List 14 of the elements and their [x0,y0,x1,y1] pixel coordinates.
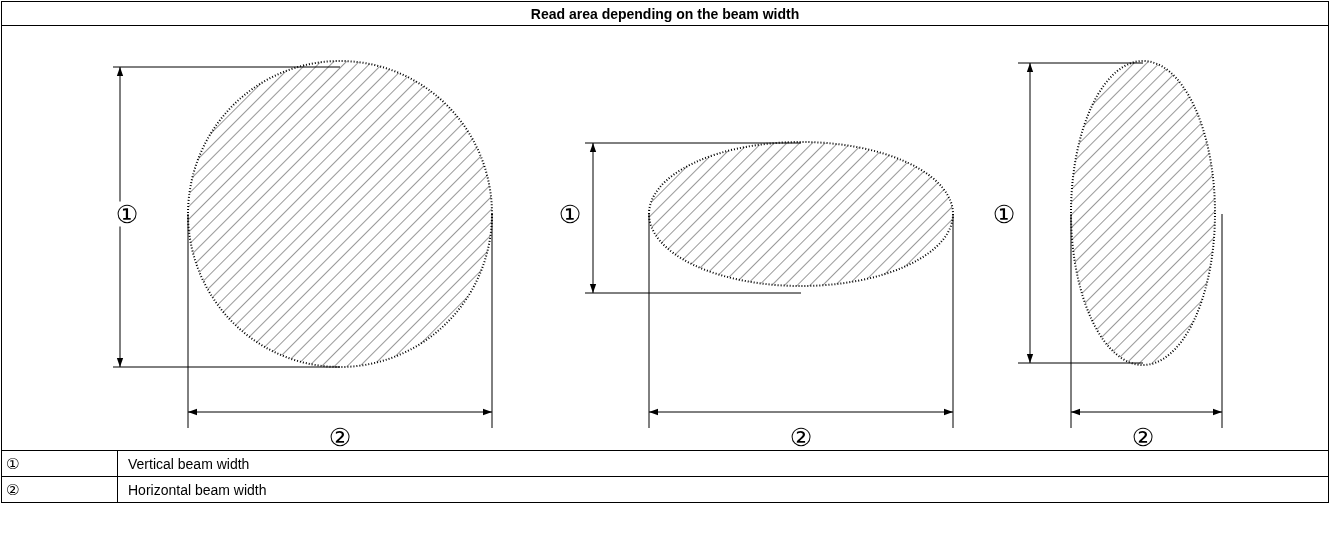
callout-number: ① [992,201,1016,227]
table-title: Read area depending on the beam width [530,5,800,22]
callout-number: ② [328,424,352,450]
callout-number: ① [115,201,139,227]
legend-description: Vertical beam width [128,455,250,472]
callout-number: ② [6,480,20,499]
read-area-ellipse [1070,60,1216,366]
legend-description: Horizontal beam width [128,481,267,498]
callout-number: ① [6,454,20,473]
callout-number: ② [789,424,813,450]
read-area-ellipse [187,60,493,368]
read-area-ellipse [648,141,954,287]
callout-number: ① [558,201,582,227]
callout-number: ② [1131,424,1155,450]
